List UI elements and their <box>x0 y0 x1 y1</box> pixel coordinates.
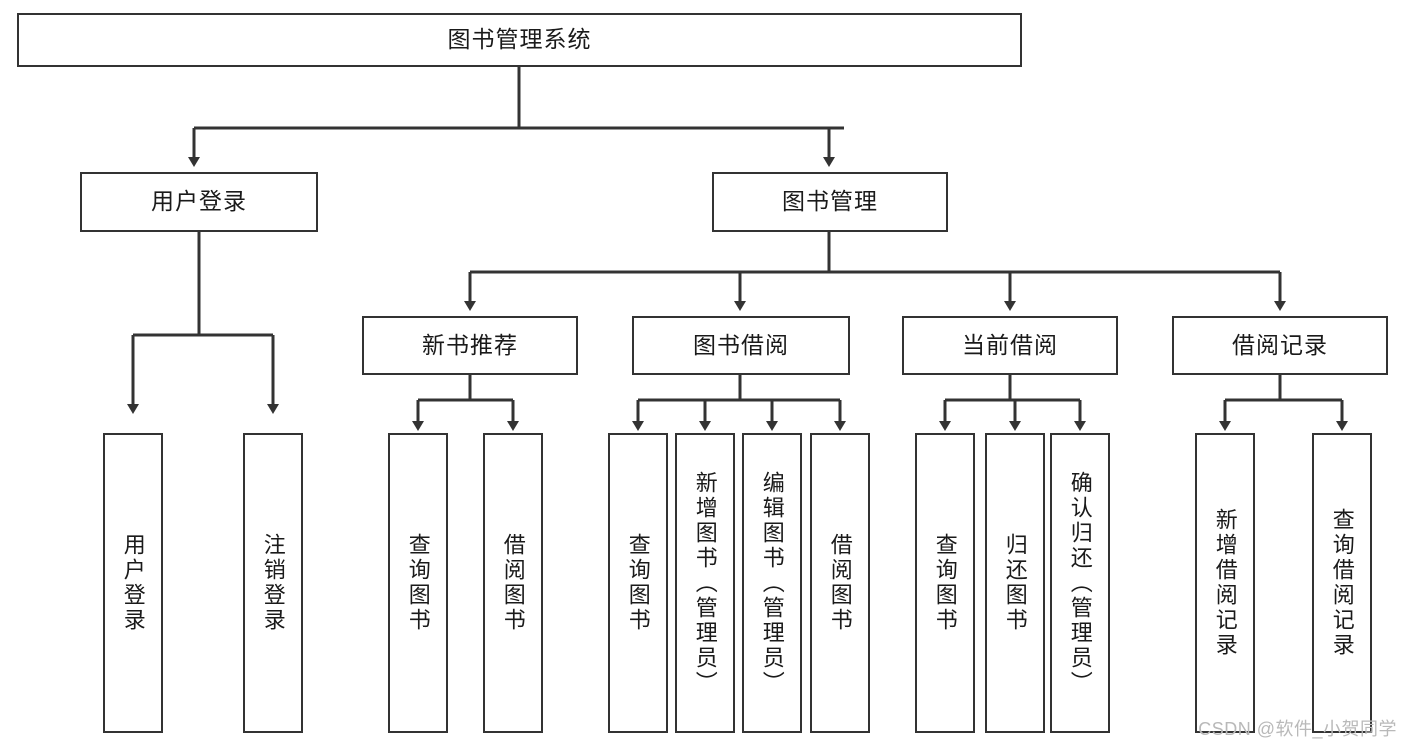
node-root-book-management-system[interactable]: 图书管理系统 <box>17 13 1022 67</box>
node-label: 当前借阅 <box>962 331 1058 358</box>
node-label: 查询图书 <box>932 533 958 633</box>
node-label: 查询图书 <box>405 533 431 633</box>
watermark: CSDN @软件_小贺同学 <box>1198 719 1397 739</box>
node-label: 新书推荐 <box>422 331 518 358</box>
node-label: 图书借阅 <box>693 331 789 358</box>
node-leaf-return-book[interactable]: 归还图书 <box>985 433 1045 733</box>
node-label: 图书管理系统 <box>447 26 592 53</box>
node-label: 图书管理 <box>782 188 878 215</box>
node-label: 新增图书（管理员） <box>692 470 718 696</box>
node-leaf-query-book-borrow[interactable]: 查询图书 <box>608 433 668 733</box>
node-leaf-add-borrow-record[interactable]: 新增借阅记录 <box>1195 433 1255 733</box>
node-label: 注销登录 <box>260 533 286 633</box>
node-label: 新增借阅记录 <box>1212 508 1238 658</box>
node-label: 借阅图书 <box>827 533 853 633</box>
node-leaf-user-login[interactable]: 用户登录 <box>103 433 163 733</box>
node-book-management[interactable]: 图书管理 <box>712 172 948 232</box>
node-user-login[interactable]: 用户登录 <box>80 172 318 232</box>
node-leaf-edit-book-admin[interactable]: 编辑图书（管理员） <box>742 433 802 733</box>
node-borrow-record[interactable]: 借阅记录 <box>1172 316 1388 375</box>
node-leaf-query-book-current[interactable]: 查询图书 <box>915 433 975 733</box>
node-new-book-recommend[interactable]: 新书推荐 <box>362 316 578 375</box>
node-label: 查询图书 <box>625 533 651 633</box>
node-label: 用户登录 <box>151 188 247 215</box>
node-label: 确认归还（管理员） <box>1067 470 1093 696</box>
node-leaf-confirm-return-admin[interactable]: 确认归还（管理员） <box>1050 433 1110 733</box>
node-label: 用户登录 <box>120 533 146 633</box>
node-label: 借阅记录 <box>1232 331 1328 358</box>
node-leaf-borrow-book[interactable]: 借阅图书 <box>810 433 870 733</box>
node-leaf-logout[interactable]: 注销登录 <box>243 433 303 733</box>
node-current-borrow[interactable]: 当前借阅 <box>902 316 1118 375</box>
node-leaf-query-book-recommend[interactable]: 查询图书 <box>388 433 448 733</box>
node-leaf-borrow-book-recommend[interactable]: 借阅图书 <box>483 433 543 733</box>
node-book-borrow[interactable]: 图书借阅 <box>632 316 850 375</box>
node-label: 编辑图书（管理员） <box>759 470 785 696</box>
node-leaf-query-borrow-record[interactable]: 查询借阅记录 <box>1312 433 1372 733</box>
node-label: 归还图书 <box>1002 533 1028 633</box>
node-label: 查询借阅记录 <box>1329 508 1355 658</box>
node-label: 借阅图书 <box>500 533 526 633</box>
node-leaf-add-book-admin[interactable]: 新增图书（管理员） <box>675 433 735 733</box>
